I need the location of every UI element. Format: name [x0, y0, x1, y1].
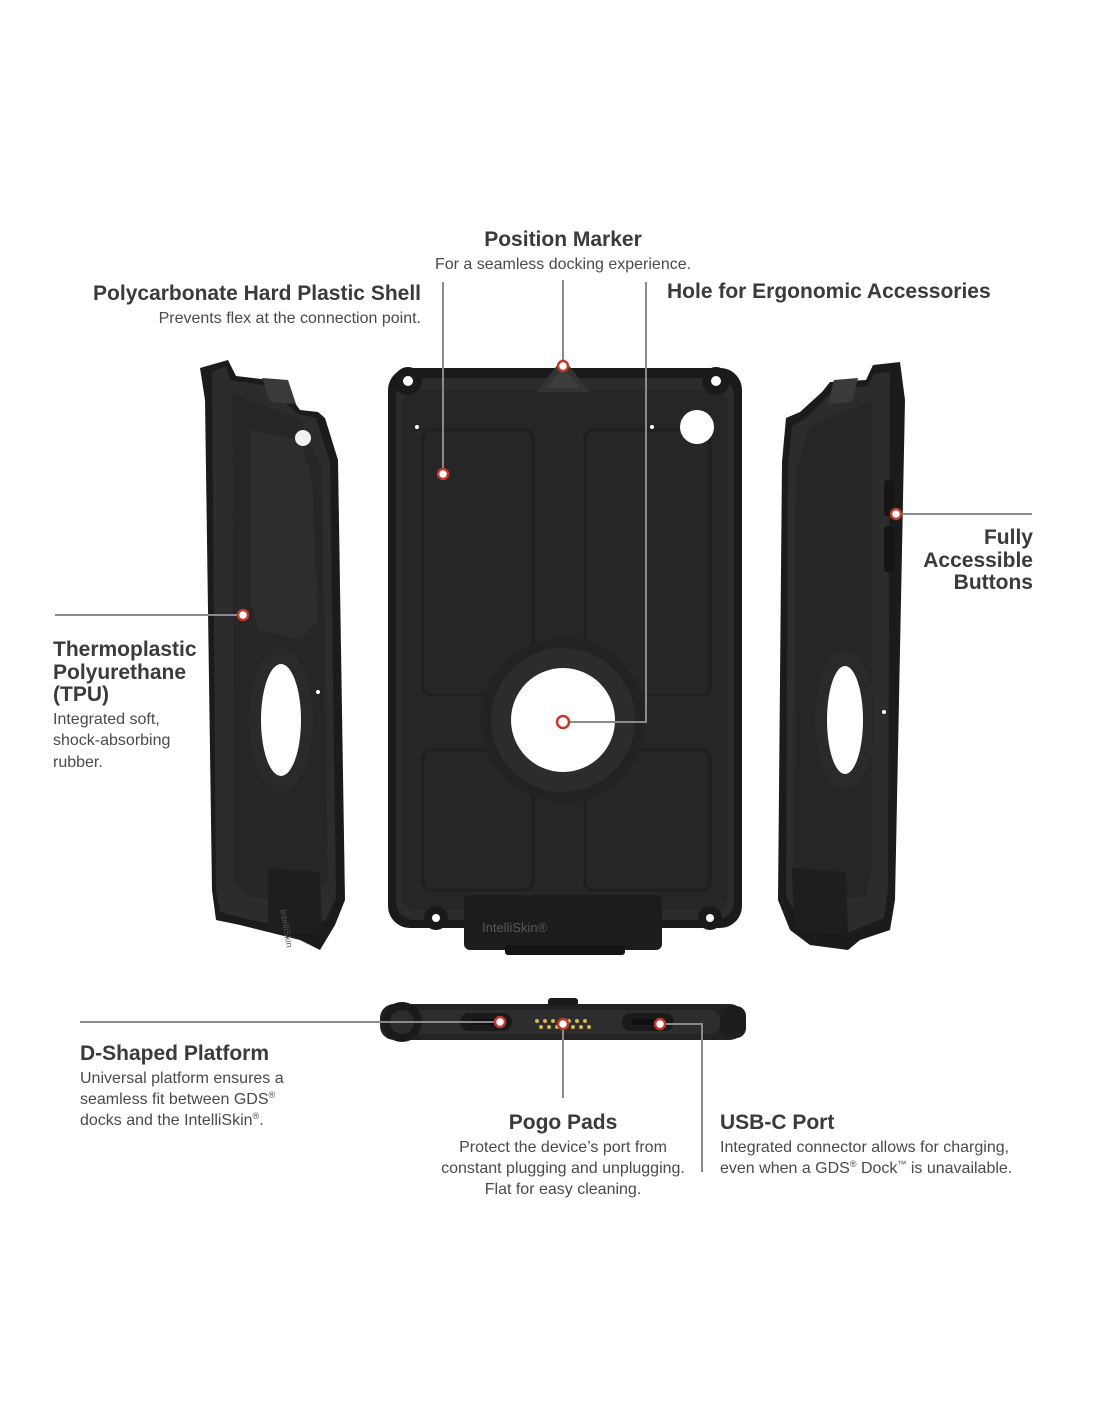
- callout-hole: Hole for Ergonomic Accessories: [667, 280, 1067, 304]
- dot-tpu: [236, 608, 250, 622]
- dot-buttons: [889, 507, 903, 521]
- dot-pogo: [556, 1017, 570, 1031]
- usbc-desc-line2: even when a GDS® Dock™ is unavailable.: [720, 1158, 1013, 1177]
- pogo-desc-line2: constant plugging and unplugging.: [441, 1159, 685, 1177]
- usbc-title: USB-C Port: [720, 1111, 835, 1134]
- callout-polycarbonate: Polycarbonate Hard Plastic Shell Prevent…: [40, 282, 421, 329]
- pogo-title: Pogo Pads: [508, 1111, 618, 1134]
- hole-title: Hole for Ergonomic Accessories: [667, 280, 991, 303]
- polycarbonate-desc: Prevents flex at the connection point.: [158, 309, 421, 327]
- callout-buttons: Fully Accessible Buttons: [860, 526, 1033, 595]
- callout-dshaped: D-Shaped Platform Universal platform ens…: [80, 1042, 380, 1131]
- dot-dshaped: [493, 1015, 507, 1029]
- dot-polycarbonate: [436, 467, 450, 481]
- buttons-title-line2: Accessible: [923, 548, 1033, 572]
- tpu-title-line3: (TPU): [53, 683, 109, 707]
- buttons-title-line3: Buttons: [953, 571, 1033, 595]
- position-marker-title: Position Marker: [484, 228, 642, 251]
- tpu-title-line2: Polyurethane: [53, 660, 187, 684]
- callout-position-marker: Position Marker For a seamless docking e…: [363, 228, 763, 275]
- usbc-desc-line1: Integrated connector allows for charging…: [720, 1138, 1010, 1156]
- dshaped-desc-line3: docks and the IntelliSkin®.: [80, 1111, 264, 1130]
- brand-text: IntelliSkin®: [482, 920, 548, 935]
- dot-hole: [555, 714, 571, 730]
- case-right-view: [778, 362, 905, 950]
- dshaped-desc-line1: Universal platform ensures a: [80, 1069, 284, 1087]
- dshaped-title: D-Shaped Platform: [80, 1042, 270, 1065]
- callout-pogo: Pogo Pads Protect the device’s port from…: [413, 1111, 713, 1200]
- callout-usbc: USB-C Port Integrated connector allows f…: [720, 1111, 1090, 1179]
- tpu-desc-line1: Integrated soft,: [53, 711, 160, 729]
- buttons-title-line1: Fully: [983, 526, 1033, 549]
- case-left-view: IntelliSkin: [200, 360, 345, 950]
- case-center-view: IntelliSkin®: [388, 358, 742, 955]
- callout-tpu: Thermoplastic Polyurethane (TPU) Integra…: [53, 638, 253, 773]
- tpu-desc-line2: shock-absorbing: [53, 732, 171, 750]
- dshaped-desc-line2: seamless fit between GDS®: [80, 1089, 276, 1108]
- pogo-desc-line3: Flat for easy cleaning.: [484, 1181, 642, 1199]
- dot-usbc: [653, 1017, 667, 1031]
- position-marker-desc: For a seamless docking experience.: [434, 255, 692, 273]
- tpu-desc-line3: rubber.: [53, 753, 103, 771]
- pogo-desc-line1: Protect the device’s port from: [459, 1138, 667, 1156]
- tpu-title-line1: Thermoplastic: [53, 638, 197, 661]
- polycarbonate-title: Polycarbonate Hard Plastic Shell: [93, 282, 421, 305]
- dot-position-marker: [556, 359, 570, 373]
